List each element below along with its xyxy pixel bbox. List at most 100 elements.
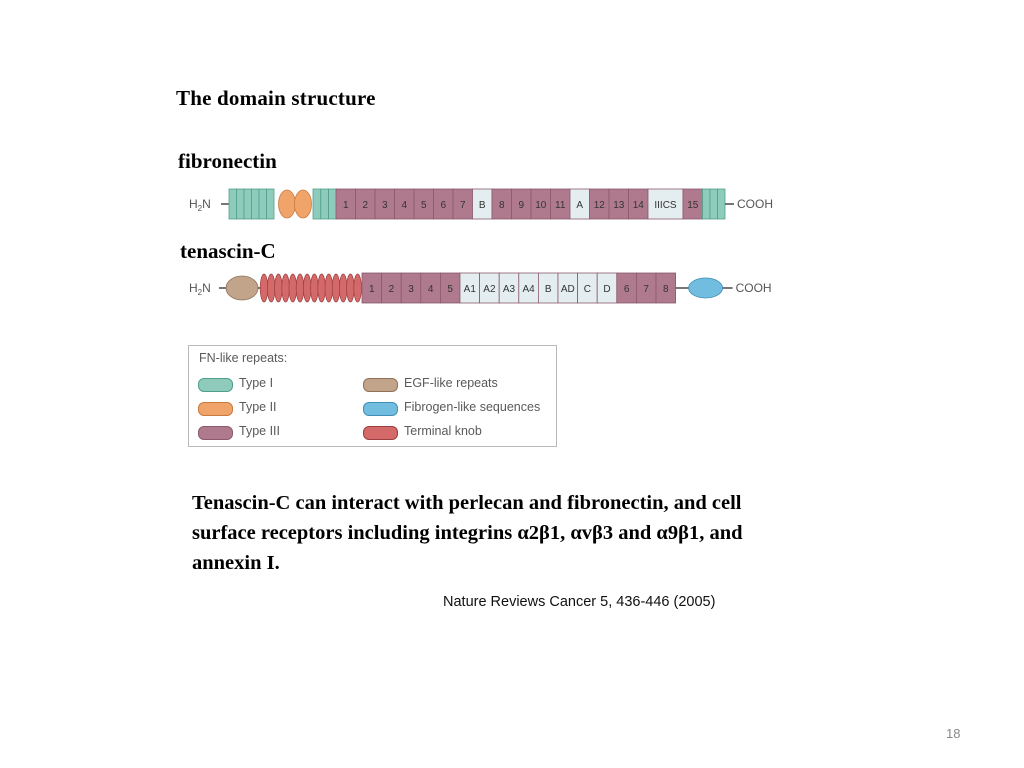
caption-fragment: 2 xyxy=(528,522,540,544)
fn-repeat-label: 2 xyxy=(362,200,368,211)
tn-c-terminus-label: COOH xyxy=(736,281,772,295)
caption-fragment: 3 and xyxy=(602,522,657,544)
tn-egf-repeat xyxy=(339,273,348,303)
fn-c-terminus-label: COOH xyxy=(737,197,773,211)
caption-fragment: 9 xyxy=(667,522,679,544)
tn-egf-repeat xyxy=(259,273,269,303)
greek-letter: β xyxy=(678,522,689,544)
fn-type-iii-repeat xyxy=(647,188,684,220)
tn-egf-repeat xyxy=(331,273,341,303)
caption-text: Tenascin-C can interact with perlecan an… xyxy=(192,488,752,578)
legend-label: Type I xyxy=(239,376,274,390)
tn-egf-repeat xyxy=(295,273,305,303)
fn-repeat-label: IIICS xyxy=(654,200,677,211)
fn-repeat-label: 8 xyxy=(499,200,505,211)
greek-letter: α xyxy=(570,522,582,544)
fn-type-i-repeat xyxy=(228,188,237,220)
fn-type-ii-repeat xyxy=(294,189,312,219)
fn-repeat-label: 7 xyxy=(460,200,466,211)
tn-egf-repeat xyxy=(346,273,355,303)
tn-egf-repeat xyxy=(310,273,319,303)
fn-repeat-label: 10 xyxy=(535,200,547,211)
fn-type-i-repeat xyxy=(243,188,252,220)
legend-swatch xyxy=(363,402,398,416)
legend-swatch xyxy=(198,426,233,440)
tn-egf-repeat xyxy=(303,273,312,303)
legend-label: EGF-like repeats xyxy=(404,376,498,390)
fn-n-terminus-label: H2N xyxy=(189,197,211,213)
tn-repeat-label: A4 xyxy=(522,284,535,295)
fn-repeat-label: 14 xyxy=(633,200,645,211)
slide-heading: The domain structure xyxy=(176,86,376,110)
slide-number: 18 xyxy=(946,726,961,741)
caption-fragment: v xyxy=(581,522,593,544)
fn-repeat-label: 3 xyxy=(382,200,388,211)
legend-title: FN-like repeats: xyxy=(199,351,288,365)
tn-terminal-knob xyxy=(225,275,259,301)
fn-type-i-repeat xyxy=(702,188,711,220)
legend-swatch xyxy=(198,402,233,416)
tn-egf-repeat xyxy=(353,273,362,303)
greek-letter: β xyxy=(539,522,550,544)
fn-repeat-label: 11 xyxy=(555,200,566,211)
tn-repeat-label: C xyxy=(584,284,591,295)
fn-repeat-label: 9 xyxy=(518,200,524,211)
fn-repeat-label: 6 xyxy=(440,200,446,211)
fn-type-i-repeat xyxy=(236,188,245,220)
fn-repeat-label: 15 xyxy=(687,200,699,211)
tn-egf-repeat xyxy=(317,273,326,303)
caption-fragment: 1, and annexin I. xyxy=(192,522,743,574)
fn-type-i-repeat xyxy=(328,188,337,220)
tn-repeat-label: 8 xyxy=(663,284,669,295)
tn-fibrinogen-domain xyxy=(688,277,723,299)
legend-swatch xyxy=(198,378,233,392)
fn-type-ii-repeat xyxy=(278,189,296,219)
greek-letter: β xyxy=(592,522,603,544)
fn-type-i-repeat xyxy=(312,188,322,220)
caption-fragment: 1, xyxy=(549,522,571,544)
caption-fragment: Tenascin-C can interact with perlecan an… xyxy=(192,492,742,544)
greek-letter: α xyxy=(517,522,529,544)
legend-swatch xyxy=(363,378,398,392)
tn-repeat-label: A3 xyxy=(503,284,516,295)
greek-letter: α xyxy=(656,522,668,544)
legend-label: Type III xyxy=(239,424,280,438)
fn-type-i-repeat xyxy=(320,188,329,220)
fn-repeat-label: 1 xyxy=(343,200,349,211)
tenascin-label: tenascin-C xyxy=(180,239,276,263)
fibronectin-label: fibronectin xyxy=(178,149,277,173)
tn-repeat-label: 4 xyxy=(428,284,434,295)
tn-egf-repeat xyxy=(267,273,276,303)
tn-repeat-label: 7 xyxy=(643,284,649,295)
legend-label: Terminal knob xyxy=(404,424,482,438)
tn-repeat-label: A2 xyxy=(483,284,496,295)
fn-repeat-label: A xyxy=(576,200,583,211)
fn-type-i-repeat xyxy=(251,188,260,220)
legend-label: Fibrogen-like sequences xyxy=(404,400,541,414)
tn-repeat-label: B xyxy=(545,284,552,295)
tn-repeat-label: 3 xyxy=(408,284,414,295)
tn-repeat-label: D xyxy=(603,284,610,295)
citation: Nature Reviews Cancer 5, 436-446 (2005) xyxy=(443,594,716,610)
legend-swatch xyxy=(363,426,398,440)
tn-repeat-label: 6 xyxy=(624,284,630,295)
fn-repeat-label: 12 xyxy=(594,200,606,211)
tn-n-terminus-label: H2N xyxy=(189,281,211,297)
tn-repeat-label: 2 xyxy=(389,284,395,295)
fn-repeat-label: B xyxy=(479,200,486,211)
fn-type-i-repeat xyxy=(717,188,726,220)
legend-label: Type II xyxy=(239,400,277,414)
tn-repeat-label: A1 xyxy=(464,284,477,295)
tn-egf-repeat xyxy=(274,273,283,303)
fn-type-i-repeat xyxy=(709,188,718,220)
tn-egf-repeat xyxy=(324,273,333,303)
tn-repeat-label: 1 xyxy=(369,284,375,295)
fn-type-i-repeat xyxy=(258,188,267,220)
fn-repeat-label: 4 xyxy=(401,200,407,211)
fn-repeat-label: 5 xyxy=(421,200,427,211)
tn-egf-repeat xyxy=(281,273,290,303)
tn-egf-repeat xyxy=(288,273,297,303)
fn-repeat-label: 13 xyxy=(613,200,625,211)
